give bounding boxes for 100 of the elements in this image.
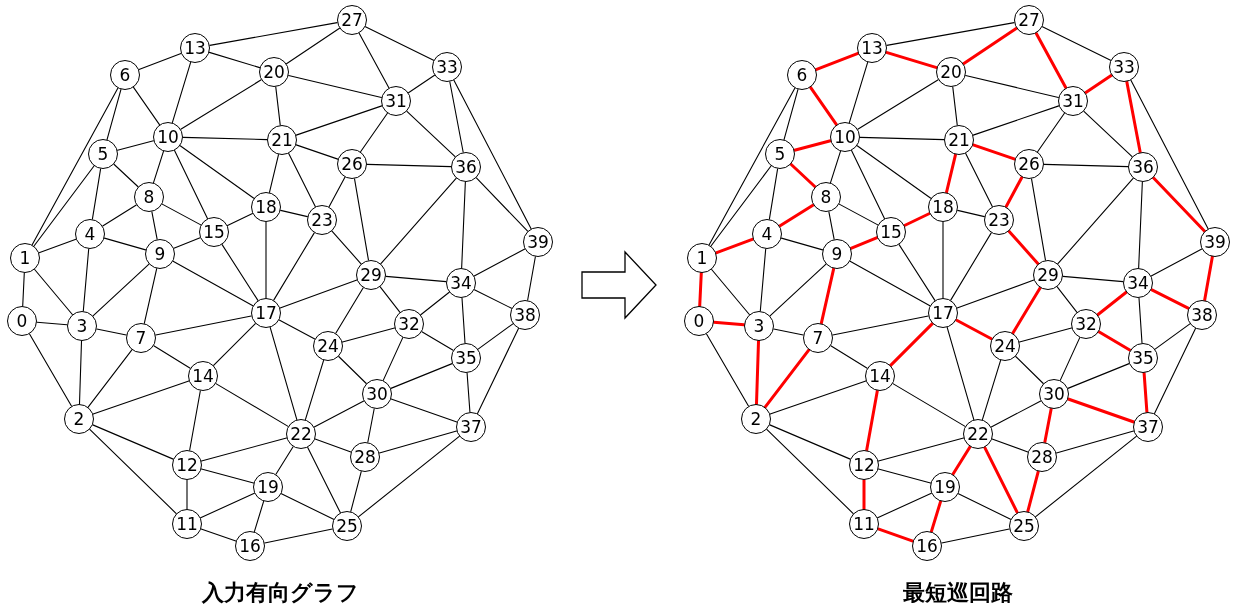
graph-edge: [143, 268, 158, 324]
graph-edge: [133, 86, 160, 126]
vertex-number: 31: [1062, 92, 1084, 110]
graph-edge: [1041, 26, 1112, 61]
graph-vertex: [235, 531, 265, 561]
graph-edge: [849, 260, 931, 307]
graph-vertex: [188, 361, 218, 391]
graph-edge: [769, 263, 827, 317]
vertex-number: 18: [255, 198, 277, 216]
graph-edge: [473, 248, 526, 277]
vertex-number: 5: [774, 145, 786, 163]
graph-edge: [1130, 79, 1209, 230]
graph-edge: [367, 408, 375, 443]
graph-edge: [172, 260, 254, 307]
graph-edge: [31, 87, 119, 246]
graph-vertex: [1033, 260, 1063, 290]
graph-vertex: [307, 205, 337, 235]
graph-edge: [102, 204, 137, 227]
graph-vertex: [145, 239, 175, 269]
graph-edge: [965, 74, 1059, 99]
graph-vertex: [752, 219, 782, 249]
graph-vertex: [849, 509, 879, 539]
highlighted-edge: [962, 26, 1018, 66]
vertex-number: 21: [948, 131, 970, 149]
vertex-number: 33: [436, 58, 458, 76]
graph-edge: [946, 326, 975, 421]
highlighted-edge: [929, 499, 943, 534]
graph-edge: [886, 22, 1015, 46]
graph-edge: [38, 238, 77, 254]
panel-caption: 最短巡回路: [903, 579, 1013, 607]
graph-edge: [783, 88, 799, 141]
graph-vertex: [744, 311, 774, 341]
graph-edge: [710, 165, 772, 247]
graph-vertex: [67, 311, 97, 341]
vertex-number: 28: [354, 448, 376, 466]
graph-edge: [453, 79, 532, 230]
graph-edge: [848, 61, 869, 124]
vertex-number: 6: [119, 66, 131, 84]
graph-edge: [36, 321, 68, 326]
graph-edge: [378, 430, 458, 454]
graph-edge: [171, 61, 192, 124]
highlighted-edge: [1011, 286, 1042, 335]
highlighted-edge: [714, 237, 755, 255]
vertex-number: 29: [1037, 266, 1059, 284]
graph-vertex: [153, 122, 183, 152]
graph-vertex: [172, 450, 202, 480]
graph-edge: [1057, 177, 1134, 265]
graph-vertex: [1039, 379, 1069, 409]
graph-edge: [221, 244, 259, 301]
graph-edge: [264, 528, 333, 544]
highlighted-edge: [1026, 470, 1040, 513]
graph-edge: [769, 380, 867, 415]
graph-vertex: [313, 331, 343, 361]
highlighted-edge: [1043, 407, 1053, 444]
vertex-number: 25: [336, 517, 358, 535]
graph-vertex: [687, 243, 717, 273]
vertex-number: 16: [239, 537, 261, 555]
graph-edge: [200, 468, 255, 484]
graph-edge: [313, 400, 365, 428]
graph-vertex: [984, 205, 1014, 235]
vertex-number: 2: [750, 410, 762, 428]
vertex-number: 0: [16, 312, 28, 330]
graph-edge: [1083, 110, 1133, 158]
highlighted-edge: [1007, 229, 1040, 266]
vertex-number: 20: [940, 63, 962, 81]
vertex-number: 11: [176, 515, 198, 533]
vertex-number: 14: [869, 367, 891, 385]
vertex-number: 24: [317, 337, 339, 355]
highlighted-edge: [698, 271, 703, 308]
vertex-number: 10: [157, 128, 179, 146]
graph-edge: [461, 297, 466, 344]
vertex-number: 1: [696, 249, 708, 267]
highlighted-edge: [1004, 175, 1024, 209]
graph-edge: [280, 493, 335, 520]
graph-vertex: [126, 323, 156, 353]
highlighted-edge: [1149, 288, 1191, 310]
graph-vertex: [1071, 309, 1101, 339]
highlighted-edge: [983, 445, 1019, 515]
vertex-number: 23: [311, 211, 333, 229]
graph-vertex: [110, 60, 140, 90]
graph-vertex: [1133, 412, 1163, 442]
graph-edge: [965, 152, 993, 208]
graph-edge: [991, 438, 1029, 453]
graph-edge: [280, 209, 308, 218]
highlighted-edge: [1203, 255, 1214, 302]
highlighted-edge: [793, 139, 832, 152]
graph-vertex: [865, 361, 895, 391]
graph-edge: [406, 110, 456, 158]
graph-edge: [78, 340, 83, 405]
highlighted-edge: [1084, 73, 1113, 95]
vertex-number: 39: [1204, 233, 1226, 251]
graph-edge: [87, 349, 133, 408]
graph-edge: [952, 86, 958, 126]
graph-vertex: [928, 298, 958, 328]
highlighted-edge: [849, 236, 879, 250]
graph-edge: [420, 291, 450, 316]
graph-edge: [892, 383, 966, 427]
graph-edge: [851, 149, 885, 220]
graph-edge: [92, 424, 174, 460]
graph-vertex: [1027, 442, 1057, 472]
